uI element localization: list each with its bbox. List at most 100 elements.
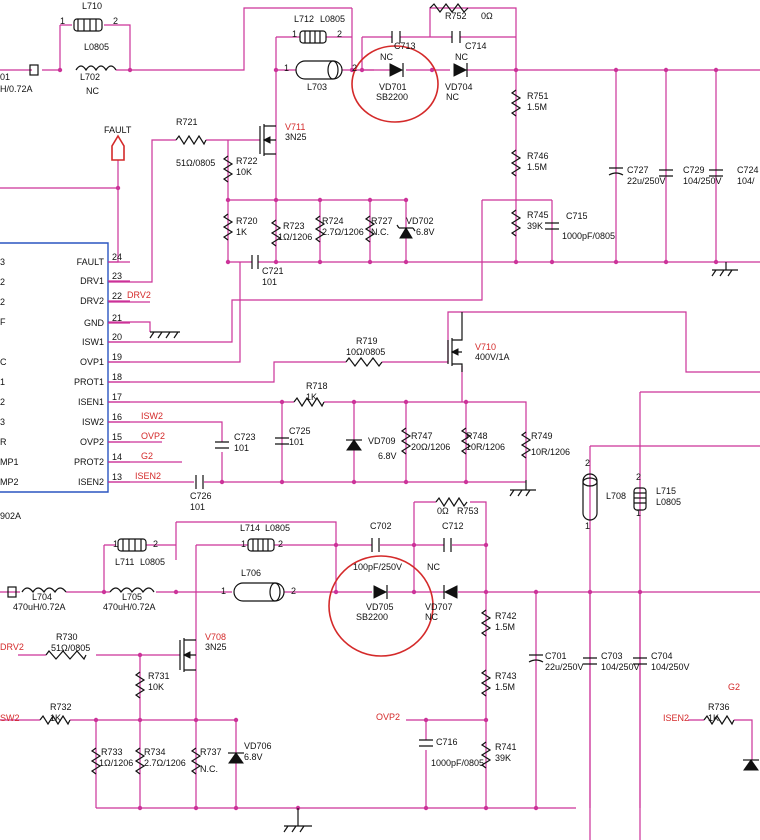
junction-dot	[317, 197, 323, 203]
label-l701a: 01	[0, 72, 10, 82]
junction-dot	[359, 67, 365, 73]
junction-dot	[549, 259, 555, 265]
ic-pin-name: PROT2	[74, 457, 104, 467]
ic-left-label: C	[0, 357, 7, 367]
junction-dot	[663, 259, 669, 265]
label-c726: C726	[190, 491, 212, 501]
label-l712v: L0805	[320, 14, 345, 24]
ic-pin-name: GND	[84, 318, 105, 328]
label-r746: R746	[527, 151, 549, 161]
ic-pin-name: ISW2	[82, 417, 104, 427]
label-v711v: 3N25	[285, 132, 307, 142]
zener-fragment-right	[743, 759, 759, 771]
ic-pin-number: 21	[112, 313, 122, 323]
label-r737: R737	[200, 747, 222, 757]
label-l715p1: 1	[636, 508, 641, 518]
label-r731: R731	[148, 671, 170, 681]
ic-pin-number: 22	[112, 291, 122, 301]
label-r751v: 1.5M	[527, 102, 547, 112]
junction-dot	[193, 805, 199, 811]
junction-dot	[333, 542, 339, 548]
junction-dot	[351, 399, 357, 405]
label-r741: R741	[495, 742, 517, 752]
label-r720: R720	[236, 216, 258, 226]
label-r732v: 1K	[50, 713, 61, 723]
label-vd709: VD709	[368, 436, 396, 446]
label-r719: R719	[356, 336, 378, 346]
label-r748: R748	[466, 431, 488, 441]
junction-dot	[225, 197, 231, 203]
junction-dot	[483, 717, 489, 723]
junction-dot	[533, 805, 539, 811]
label-l714p1: 1	[241, 539, 246, 549]
label-vd706v: 6.8V	[244, 752, 263, 762]
label-l706: L706	[241, 568, 261, 578]
ic-pin-name: OVP2	[80, 437, 104, 447]
label-r745v: 39K	[527, 221, 543, 231]
junction-dot	[233, 805, 239, 811]
label-l711p2: 2	[153, 539, 158, 549]
junction-dot	[367, 259, 373, 265]
label-r743: R743	[495, 671, 517, 681]
label-c702v: 100pF/250V	[353, 562, 402, 572]
label-c716: C716	[436, 737, 458, 747]
inductor-L706	[233, 582, 285, 602]
label-r730: R730	[56, 632, 78, 642]
label-c724: C724	[737, 165, 759, 175]
label-r753: R753	[457, 506, 479, 516]
junction-dot	[613, 67, 619, 73]
inductor-L702	[75, 65, 117, 72]
label-r748v: 10R/1206	[466, 442, 505, 452]
label-vd701v: SB2200	[376, 92, 408, 102]
label-c724v: 104/	[737, 176, 755, 186]
label-vd705: VD705	[366, 602, 394, 612]
junction-dot	[219, 479, 225, 485]
label-r747: R747	[411, 431, 433, 441]
junction-dot	[273, 259, 279, 265]
label-l703p1: 1	[284, 63, 289, 73]
label-r733: R733	[101, 747, 123, 757]
label-isen2b: ISEN2	[663, 713, 689, 723]
label-r718v: 1K	[306, 392, 317, 402]
label-c714: C714	[465, 41, 487, 51]
label-l714p2: 2	[278, 539, 283, 549]
label-r749: R749	[531, 431, 553, 441]
ic-pin-number: 17	[112, 392, 122, 402]
label-r734: R734	[144, 747, 166, 757]
label-r727v: N.C.	[371, 227, 389, 237]
zener-VD706	[228, 752, 244, 764]
label-l704: L704	[32, 592, 52, 602]
ic-left-label: 3	[0, 257, 5, 267]
label-c729: C729	[683, 165, 705, 175]
ic-part-number: 902A	[0, 511, 21, 521]
junction-dot	[713, 67, 719, 73]
inductor-L715	[633, 487, 647, 511]
label-r741v: 39K	[495, 753, 511, 763]
inductor-L705	[109, 587, 155, 594]
label-c702: C702	[370, 521, 392, 531]
zener-VD702	[396, 224, 416, 239]
junction-dot	[225, 259, 231, 265]
inductor-L710	[73, 18, 103, 32]
label-l711: L711	[115, 557, 134, 567]
ic-pin-name: ISW1	[82, 337, 104, 347]
label-l715: L715	[656, 486, 676, 496]
junction-dot	[483, 542, 489, 548]
junction-dot	[663, 67, 669, 73]
label-l715p: 2	[636, 472, 641, 482]
label-r721: R721	[176, 117, 198, 127]
ic-pin-name: DRV1	[80, 276, 104, 286]
junction-dot	[463, 399, 469, 405]
label-r752: R752	[445, 11, 467, 21]
label-drv2b: DRV2	[0, 642, 24, 652]
junction-dot	[127, 67, 133, 73]
inductor-L703	[295, 60, 343, 80]
junction-dot	[93, 717, 99, 723]
mosfet-V710	[447, 312, 463, 372]
junction-dot	[137, 717, 143, 723]
junction-dot	[411, 589, 417, 595]
label-vd702: VD702	[406, 216, 434, 226]
label-r722: R722	[236, 156, 258, 166]
inductor-L712	[299, 30, 327, 44]
label-vd702v: 6.8V	[416, 227, 435, 237]
